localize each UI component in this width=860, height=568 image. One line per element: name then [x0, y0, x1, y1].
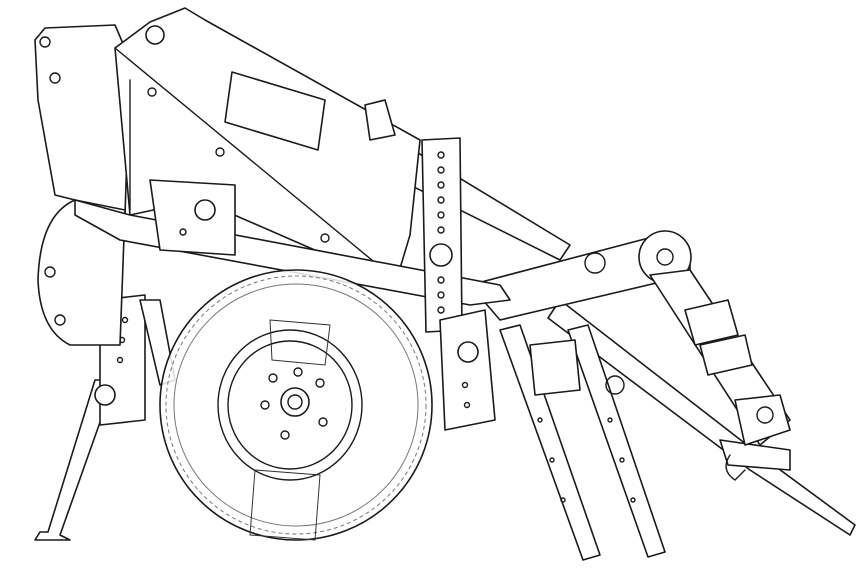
wheel-rim	[217, 329, 363, 481]
top-link-arm	[469, 230, 791, 446]
left-frame-plates	[34, 24, 131, 346]
main-beam	[74, 179, 511, 306]
wheel-hub	[280, 387, 310, 417]
gauge-wheel	[159, 269, 433, 541]
label-plate	[224, 71, 326, 151]
drawbar	[547, 299, 856, 536]
tines	[499, 324, 666, 561]
adjustment-bar	[421, 137, 496, 431]
